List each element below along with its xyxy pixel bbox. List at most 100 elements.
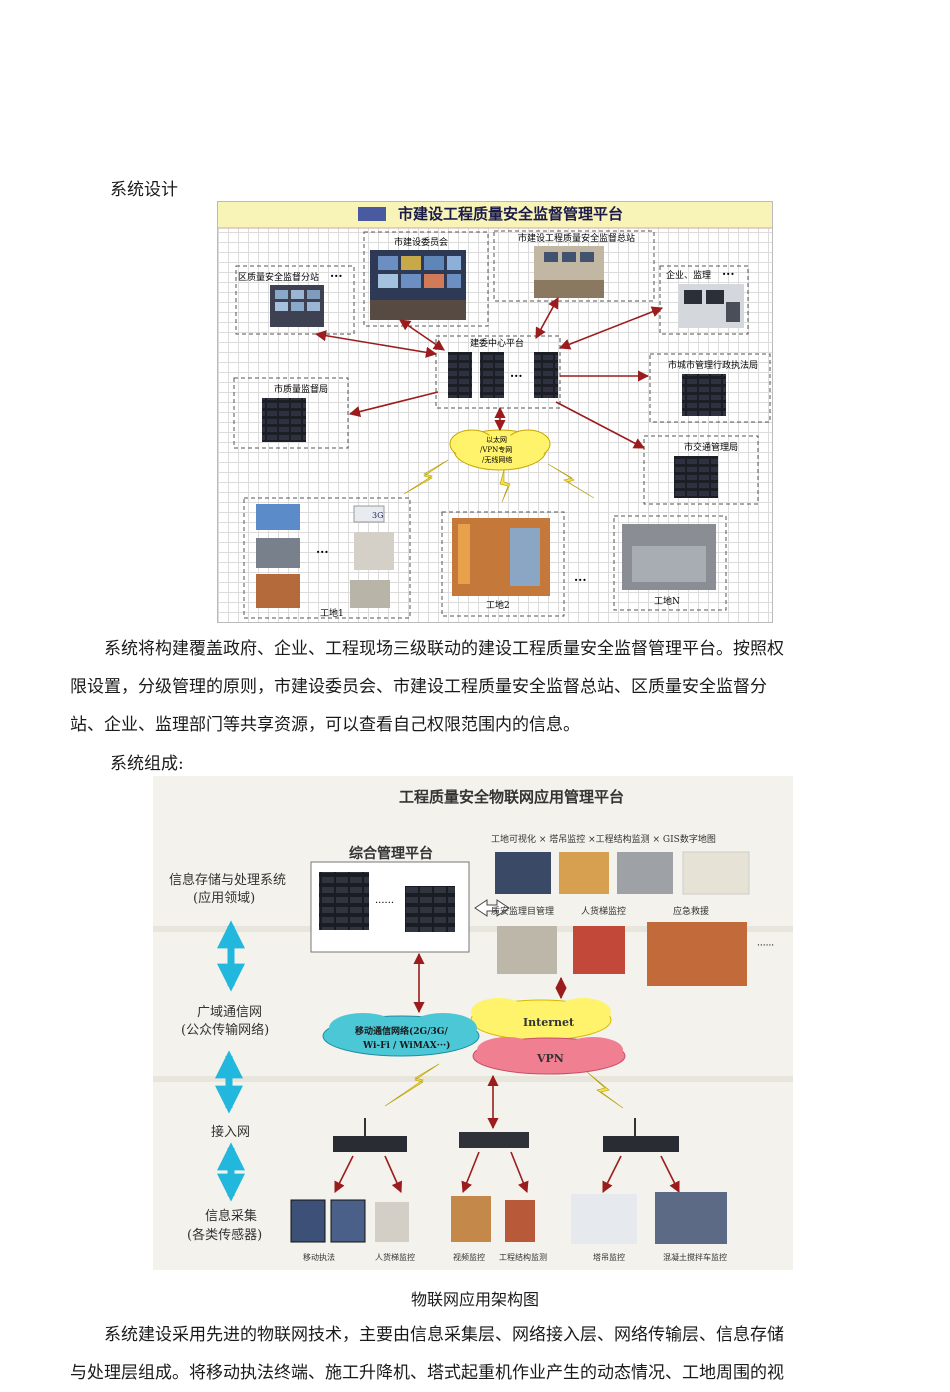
wireless-bolt xyxy=(384,1063,440,1107)
traffic-label: 市交通管理局 xyxy=(684,441,738,453)
server-rack xyxy=(682,374,726,416)
crane-photo xyxy=(571,1194,637,1244)
server-rack xyxy=(674,456,718,498)
district-ellipsis: ··· xyxy=(330,269,343,283)
site-ellipsis: ··· xyxy=(574,573,587,587)
wireless-bolt xyxy=(547,463,595,499)
apps-ellipsis: ······ xyxy=(757,941,774,951)
district-station-box xyxy=(235,265,355,335)
enterprise-box xyxy=(659,265,749,335)
mobile-cloud-line: Wi-Fi / WiMAX···) xyxy=(362,1040,450,1051)
mixer-truck-photo xyxy=(655,1192,727,1244)
gis-map-photo xyxy=(682,851,750,895)
iot-architecture-diagram: 工程质量安全物联网应用管理平台 信息存储与处理系统 (应用领域) 广域通信网 (… xyxy=(153,776,793,1270)
truck-photo xyxy=(256,538,300,568)
server-rack xyxy=(480,352,504,398)
layer-sub: (公众传输网络) xyxy=(181,1022,269,1038)
wireless-gateway xyxy=(603,1136,679,1152)
server-rack xyxy=(448,352,472,398)
site-1-box xyxy=(243,497,411,619)
tablet-photo xyxy=(330,1199,366,1243)
sensor-label: 工程结构监测 xyxy=(499,1252,547,1262)
site-label: 工地N xyxy=(654,595,680,607)
section-heading-composition: 系统组成: xyxy=(110,754,184,774)
server-rack xyxy=(534,352,558,398)
app-photo xyxy=(497,926,557,974)
crane-photo xyxy=(256,504,300,530)
app-photo xyxy=(573,926,625,974)
app-photo xyxy=(617,852,673,894)
platform-diagram: 市建设工程质量安全监督管理平台 区质量安全监督分站 ··· 市建设委员会 市建设… xyxy=(217,201,773,623)
wireless-bolt xyxy=(586,1071,624,1109)
app-photo xyxy=(559,852,609,894)
cloud-line: /无线网络 xyxy=(482,455,512,464)
urban-label: 市城市管理行政执法局 xyxy=(668,359,758,371)
layer-name: 广域通信网 xyxy=(197,1005,262,1020)
app-label: 应急救援 xyxy=(673,905,709,917)
server-rack xyxy=(405,886,455,932)
station-box xyxy=(493,230,655,302)
internet-label: Internet xyxy=(523,1016,575,1029)
integrated-platform-label: 综合管理平台 xyxy=(349,845,433,862)
station-label: 市建设工程质量安全监督总站 xyxy=(518,232,635,244)
layer-name: 接入网 xyxy=(211,1124,250,1140)
rescue-photo xyxy=(647,922,747,986)
server-rack xyxy=(262,398,306,442)
paragraph-line: 站、企业、监理部门等共享资源，可以查看自己权限范围内的信息。 xyxy=(70,715,580,735)
app-label: 人货梯监控 xyxy=(581,905,626,917)
camera-photo xyxy=(451,1196,491,1242)
bidirectional-icon xyxy=(474,899,510,917)
app-photo xyxy=(495,852,551,894)
sensor-label: 人货梯监控 xyxy=(375,1252,415,1262)
paragraph-line: 与处理层组成。将移动执法终端、施工升降机、塔式起重机作业产生的动态情况、工地周围… xyxy=(70,1363,784,1383)
urban-box xyxy=(649,353,771,423)
site-label: 工地2 xyxy=(486,599,510,611)
paragraph-line: 系统建设采用先进的物联网技术，主要由信息采集层、网络接入层、网络传输层、信息存储 xyxy=(104,1325,784,1345)
layer-sub: (应用领域) xyxy=(193,890,255,906)
inspection-photo xyxy=(350,580,390,608)
server-rack xyxy=(319,872,369,930)
bureau-label: 市质量监督局 xyxy=(274,383,328,395)
sensor-label: 移动执法 xyxy=(303,1252,335,1262)
site1-ellipsis: ··· xyxy=(316,545,329,559)
sensor-label: 视频监控 xyxy=(453,1252,485,1262)
platform-title: 市建设工程质量安全监督管理平台 xyxy=(398,205,623,223)
badge-3g: 3G xyxy=(372,511,383,520)
layer-name: 信息采集 xyxy=(205,1208,257,1224)
structure-photo xyxy=(505,1200,535,1242)
layer-sub: (各类传感器) xyxy=(187,1227,262,1243)
hoist-photo xyxy=(375,1202,409,1242)
district-label: 区质量安全监督分站 xyxy=(238,271,319,283)
cloud-line: /VPN专网 xyxy=(480,445,512,454)
cloud-line: 以太网 xyxy=(486,435,507,444)
hoist-photo xyxy=(354,532,394,570)
figure-caption: 物联网应用架构图 xyxy=(410,1290,539,1309)
logo-block xyxy=(358,207,386,221)
internet-cloud xyxy=(470,998,612,1041)
vpn-label: VPN xyxy=(536,1052,564,1065)
wireless-bolt xyxy=(499,469,511,503)
center-label: 建委中心平台 xyxy=(470,337,524,349)
sensor-label: 混凝土搅拌车监控 xyxy=(663,1252,727,1262)
sensor-label: 塔吊监控 xyxy=(593,1252,625,1262)
wireless-bolt xyxy=(403,459,449,495)
committee-label: 市建设委员会 xyxy=(394,236,448,248)
enterprise-ellipsis: ··· xyxy=(722,267,735,281)
paragraph-iot-overview: 系统建设采用先进的物联网技术，主要由信息采集层、网络接入层、网络传输层、信息存储… xyxy=(70,1316,860,1392)
site-label: 工地1 xyxy=(320,607,344,619)
bureau-box xyxy=(233,377,349,449)
enterprise-label: 企业、监理 xyxy=(666,269,711,281)
apps-row-1: 工地可视化 × 塔吊监控 ×工程结构监测 × GIS数字地图 xyxy=(491,833,716,845)
section-heading-design: 系统设计 xyxy=(110,180,178,200)
site-n-box xyxy=(613,515,727,611)
paragraph-line: 系统将构建覆盖政府、企业、工程现场三级联动的建设工程质量安全监督管理平台。按照权 xyxy=(104,639,784,659)
traffic-box xyxy=(643,435,759,505)
paragraph-line: 限设置，分级管理的原则，市建设委员会、市建设工程质量安全监督总站、区质量安全监督… xyxy=(70,677,767,697)
site-2-box xyxy=(441,511,565,617)
tablet-photo xyxy=(290,1199,326,1243)
vpn-cloud xyxy=(472,1037,626,1075)
iot-title: 工程质量安全物联网应用管理平台 xyxy=(399,788,624,806)
wireless-gateway xyxy=(333,1136,407,1152)
mobile-network-cloud xyxy=(322,1013,480,1057)
workers-photo xyxy=(256,574,300,608)
